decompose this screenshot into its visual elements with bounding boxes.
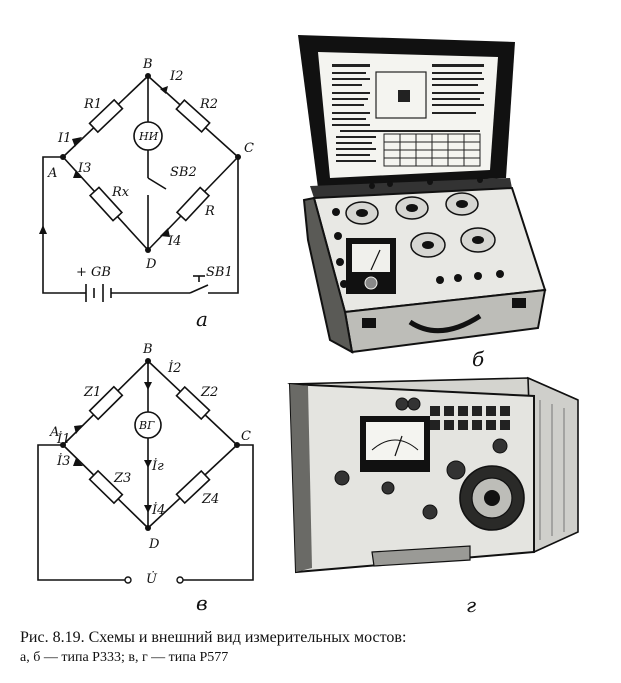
- z3-label: Z3: [113, 471, 131, 486]
- panel-v-letter: в: [196, 591, 208, 615]
- source-terminal-left: [124, 576, 132, 584]
- i2-label: I2: [169, 69, 183, 84]
- rx-label: Rx: [111, 185, 130, 200]
- node-a-label: A: [47, 166, 57, 181]
- null-indicator: [133, 121, 163, 151]
- z1-label: Z1: [83, 385, 101, 400]
- figure-caption: Рис. 8.19. Схемы и внешний вид измерител…: [20, 628, 610, 668]
- impedance-z4: [175, 469, 211, 505]
- source-terminal-right: [176, 576, 184, 584]
- z4-label: Z4: [201, 492, 219, 507]
- i3-label: İ3: [56, 452, 70, 469]
- sb1-label: SB1: [206, 265, 233, 280]
- impedance-z2: [175, 385, 211, 421]
- node-a-label: A: [49, 425, 59, 440]
- caption-line-1: Рис. 8.19. Схемы и внешний вид измерител…: [20, 629, 407, 646]
- panel-g-letter: г: [466, 593, 476, 617]
- source-label: U̇: [146, 571, 158, 587]
- panel-b-letter: б: [472, 347, 485, 371]
- i1-label: İ1: [56, 430, 70, 447]
- node-d-label: D: [148, 537, 160, 552]
- galvanometer-label: ВГ: [138, 419, 155, 432]
- node-c-label: C: [244, 141, 254, 156]
- node-c-label: C: [241, 429, 251, 444]
- i4-label: I4: [167, 234, 181, 249]
- caption-line-2: а, б — типа Р333; в, г — типа Р577: [20, 650, 229, 665]
- galvanometer: [134, 411, 162, 439]
- i1-label: I1: [57, 131, 71, 146]
- panel-a-letter: а: [196, 307, 208, 331]
- impedance-z1: [88, 385, 124, 421]
- resistor-r1: [88, 98, 124, 134]
- ig-label: İг: [151, 457, 164, 474]
- r2-label: R2: [199, 97, 218, 112]
- node-d-label: D: [145, 257, 157, 272]
- resistor-rx: [88, 186, 124, 222]
- resistor-r: [175, 186, 211, 222]
- node-b-label: B: [142, 342, 153, 357]
- node-b-label: B: [142, 57, 153, 72]
- z2-label: Z2: [200, 385, 218, 400]
- sb2-label: SB2: [170, 165, 197, 180]
- impedance-z3: [88, 469, 124, 505]
- i2-label: İ2: [167, 359, 181, 376]
- indicator-label: НИ: [138, 130, 159, 143]
- i3-label: I3: [77, 161, 91, 176]
- battery-label: + GB: [76, 265, 111, 280]
- i4-label: İ4: [151, 501, 165, 518]
- resistor-r2: [175, 99, 211, 133]
- r-label: R: [204, 204, 215, 219]
- r1-label: R1: [83, 97, 102, 112]
